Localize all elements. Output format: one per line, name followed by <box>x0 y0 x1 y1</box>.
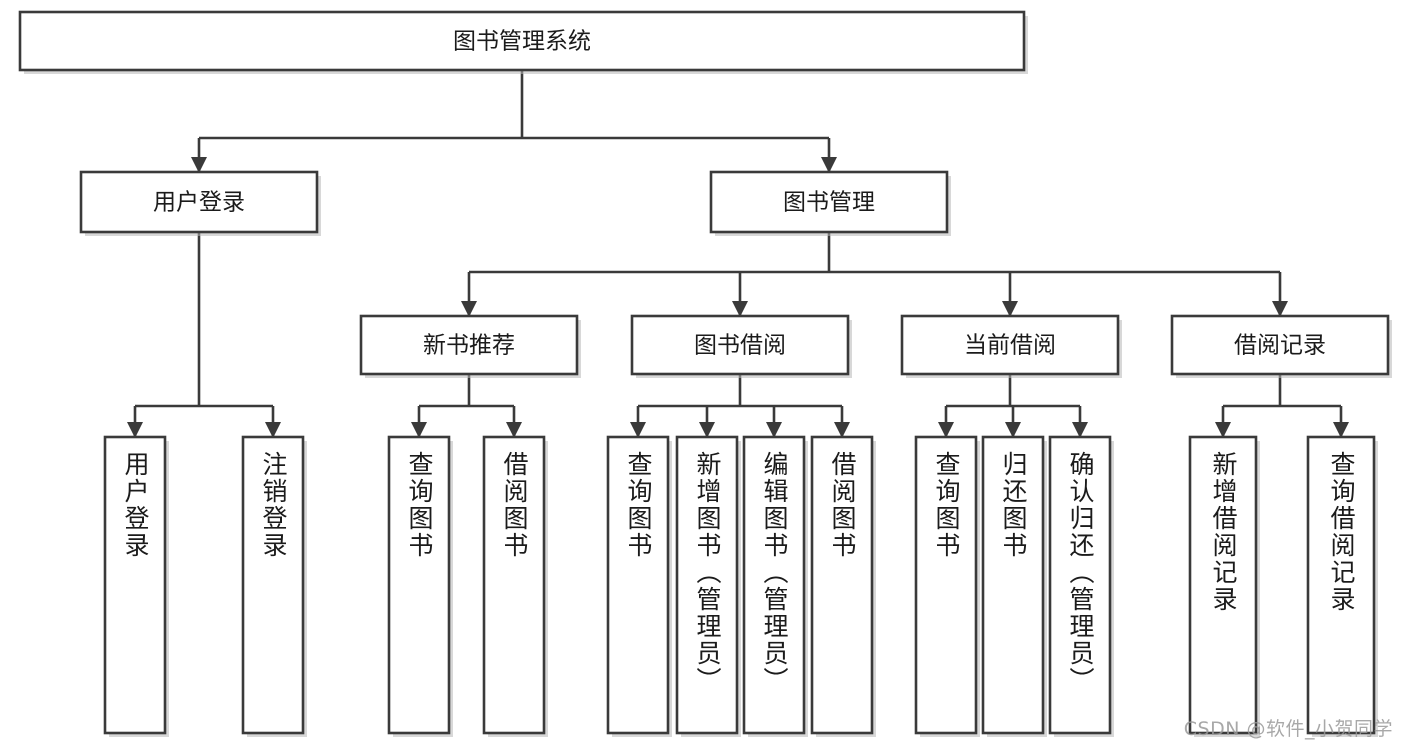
node-leaf-box-12[interactable] <box>1306 435 1376 735</box>
edge-current-arrow-1 <box>1005 422 1021 438</box>
node-level2-label-1: 图书管理 <box>783 190 875 216</box>
node-leaf-box-11[interactable] <box>1188 435 1258 735</box>
node-root-box[interactable] <box>18 10 1026 72</box>
node-root-label: 图书管理系统 <box>453 29 591 55</box>
edge-records-arrow-0 <box>1215 422 1231 438</box>
edge-new-books-arrow-0 <box>411 422 427 438</box>
edge-user-login-arrow-1 <box>265 422 281 438</box>
node-level3-label-0: 新书推荐 <box>423 333 515 359</box>
node-level3-box-0[interactable] <box>359 314 579 376</box>
edge-current-arrow-2 <box>1072 422 1088 438</box>
edge-borrow-arrow-0 <box>630 422 646 438</box>
node-leaf-box-7[interactable] <box>810 435 874 735</box>
node-level3-box-2[interactable] <box>900 314 1120 376</box>
edge-borrow-arrow-2 <box>766 422 782 438</box>
node-leaf-box-5[interactable] <box>675 435 739 735</box>
node-level3-box-1[interactable] <box>630 314 850 376</box>
edge-new-books-arrow-1 <box>506 422 522 438</box>
edge-borrow-arrow-3 <box>834 422 850 438</box>
edge-book-mgmt-arrow-0 <box>461 301 477 317</box>
boxes-layer <box>18 10 1392 737</box>
watermark-text: CSDN @软件_小贺同学 <box>1183 718 1393 740</box>
node-leaf-box-2[interactable] <box>387 435 451 735</box>
node-leaf-box-3[interactable] <box>482 435 546 735</box>
edge-root-arrow-0 <box>191 157 207 173</box>
node-level3-label-2: 当前借阅 <box>964 333 1056 359</box>
node-leaf-box-6[interactable] <box>742 435 806 735</box>
edge-records-arrow-1 <box>1333 422 1349 438</box>
node-leaf-box-10[interactable] <box>1048 435 1112 735</box>
edge-borrow-arrow-1 <box>699 422 715 438</box>
node-level2-label-0: 用户登录 <box>153 190 245 216</box>
node-level2-box-0[interactable] <box>79 170 319 234</box>
node-leaf-box-9[interactable] <box>981 435 1045 735</box>
node-level2-box-1[interactable] <box>709 170 949 234</box>
node-level3-label-3: 借阅记录 <box>1234 333 1326 359</box>
edge-root-arrow-1 <box>821 157 837 173</box>
node-level3-label-1: 图书借阅 <box>694 333 786 359</box>
node-leaf-box-8[interactable] <box>914 435 978 735</box>
node-leaf-box-4[interactable] <box>606 435 670 735</box>
node-leaf-box-1[interactable] <box>241 435 305 735</box>
edge-book-mgmt-arrow-3 <box>1272 301 1288 317</box>
edge-book-mgmt-arrow-2 <box>1002 301 1018 317</box>
edge-book-mgmt-arrow-1 <box>732 301 748 317</box>
node-level3-box-3[interactable] <box>1170 314 1390 376</box>
node-leaf-box-0[interactable] <box>103 435 167 735</box>
edge-user-login-arrow-0 <box>127 422 143 438</box>
edge-current-arrow-0 <box>938 422 954 438</box>
connectors-layer <box>127 70 1349 438</box>
